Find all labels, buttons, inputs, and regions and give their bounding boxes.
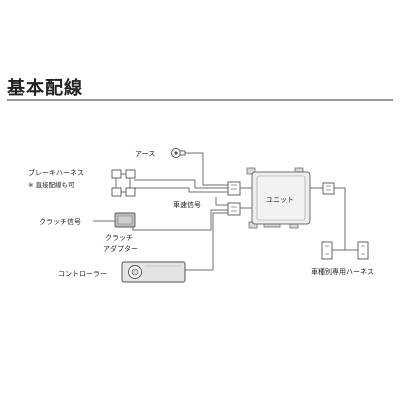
clutch-signal-label: クラッチ信号 — [39, 217, 81, 226]
ground-wire — [183, 152, 228, 186]
brake-wire-lower — [134, 187, 228, 193]
vehicle-harness-wire — [310, 187, 346, 251]
vehicle-harness-icon — [321, 241, 369, 260]
speed-signal-wire — [215, 197, 228, 206]
clutch-adapter-label-line2: アダプター — [103, 244, 138, 253]
brake-wire-upper — [134, 179, 228, 189]
brake-note-label: ※ 直接配線も可 — [28, 180, 75, 189]
output-connector — [322, 182, 335, 195]
page-title: 基本配線 — [7, 78, 83, 99]
controller-label: コントローラー — [58, 270, 107, 278]
ground-terminal-icon — [171, 148, 186, 158]
controller-icon — [121, 261, 186, 283]
clutch-adapter-icon — [114, 212, 136, 228]
clutch-wire — [132, 209, 228, 231]
connector-to-unit-wire — [240, 187, 252, 209]
title-divider — [7, 99, 393, 101]
control-unit-box — [246, 167, 311, 229]
brake-harness-icon — [111, 169, 136, 197]
ground-label: アース — [135, 150, 155, 158]
input-connector-block — [227, 181, 241, 216]
unit-label: ユニット — [266, 196, 294, 204]
speed-signal-label: 車速信号 — [173, 200, 201, 209]
vehicle-harness-label: 車種別専用ハーネス — [311, 267, 374, 276]
clutch-adapter-label-line1: クラッチ — [105, 234, 133, 242]
controller-wire — [184, 212, 228, 271]
brake-harness-label: ブレーキハーネス — [28, 168, 84, 177]
